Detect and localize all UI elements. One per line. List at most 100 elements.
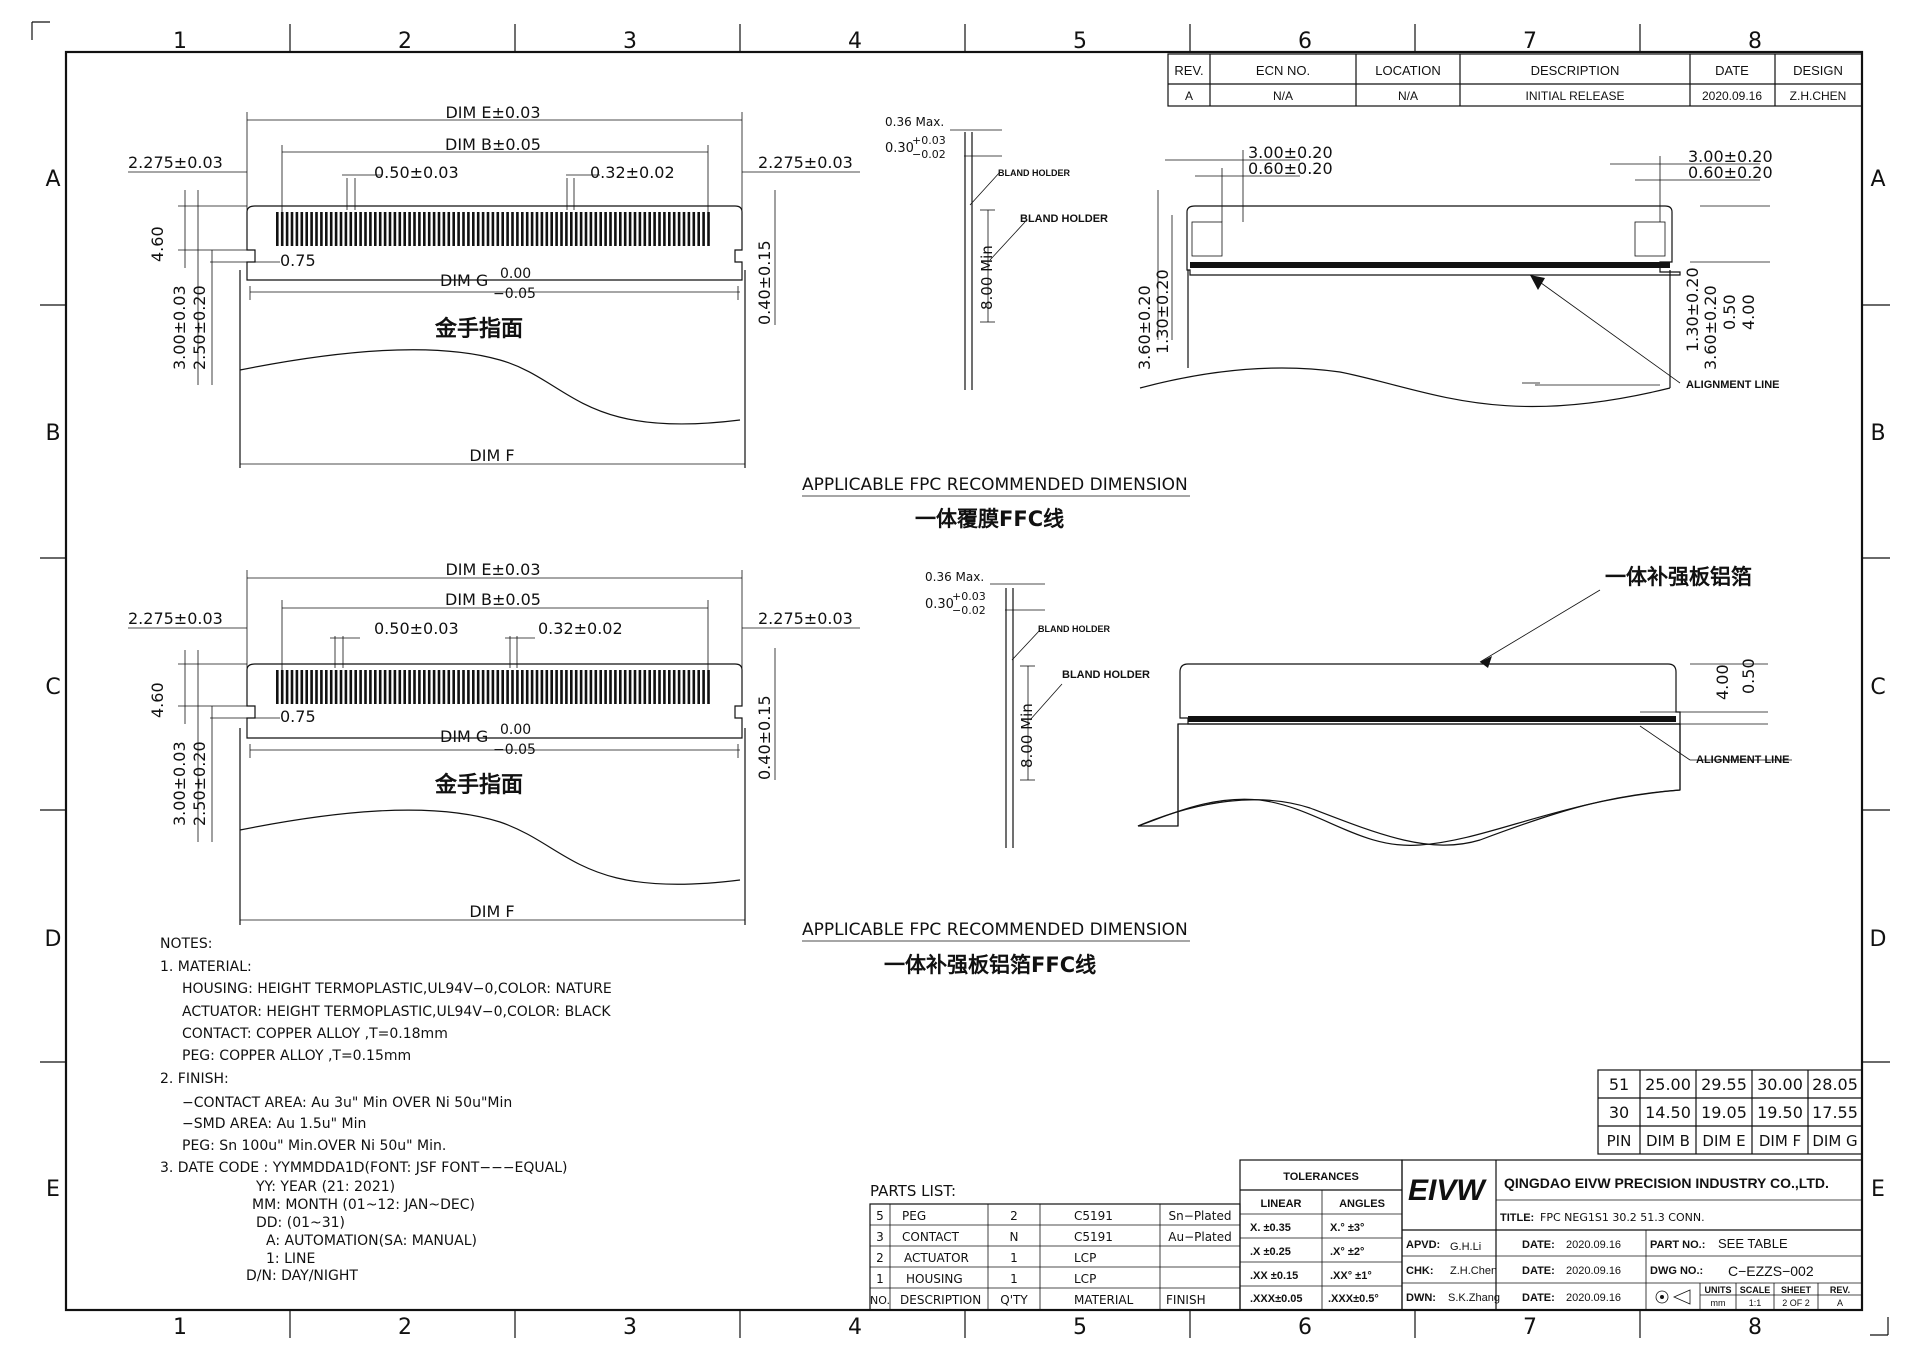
contact-pin xyxy=(329,212,333,246)
tolerance-angle-value: .XX° ±1° xyxy=(1330,1270,1372,1282)
contact-pin xyxy=(359,670,362,704)
contact-pin xyxy=(594,670,598,704)
contact-pin xyxy=(486,212,490,246)
upper-r-300: 3.00±0.20 xyxy=(1248,143,1333,162)
zone-col-8-bottom: 8 xyxy=(1748,1315,1762,1340)
contact-pin xyxy=(614,212,617,246)
contact-pin xyxy=(467,670,470,704)
contact-pin xyxy=(638,212,642,246)
contact-pin xyxy=(521,670,524,704)
contact-pin xyxy=(687,670,691,704)
parts-row-material: C5191 xyxy=(1074,1209,1113,1223)
contact-pin xyxy=(525,212,529,246)
contact-pin xyxy=(668,212,671,246)
part-no-value: SEE TABLE xyxy=(1718,1236,1788,1251)
rev-value: A xyxy=(1837,1298,1843,1308)
revision-table: REV. ECN NO. LOCATION DESCRIPTION DATE D… xyxy=(1167,53,1863,107)
upper-r-360: 3.60±0.20 xyxy=(1135,285,1154,370)
contact-pin xyxy=(423,212,426,246)
contact-pin xyxy=(555,212,558,246)
lower-r-400: 4.00 xyxy=(1713,664,1732,700)
parts-row-qty: 1 xyxy=(1010,1272,1018,1286)
upper-dim-g-upper: 0.00 xyxy=(500,266,531,282)
parts-list: PARTS LIST: 5 PEG 2 C5191 Sn−Plated 3 CO… xyxy=(869,1182,1241,1311)
contact-pin xyxy=(378,212,382,246)
contact-pin xyxy=(491,670,495,704)
rev-header-date: DATE xyxy=(1715,63,1749,78)
contact-pin xyxy=(285,212,289,246)
contact-pin xyxy=(511,212,514,246)
contact-pin xyxy=(560,670,563,704)
contact-pin xyxy=(677,212,681,246)
contact-pin xyxy=(692,212,696,246)
upper-side-800: 8.00 Min xyxy=(978,245,996,310)
contact-pin xyxy=(349,212,353,246)
units-label: UNITS xyxy=(1705,1285,1732,1295)
lower-width: 0.32±0.02 xyxy=(538,619,623,638)
lower-front-view: DIM E±0.03 DIM B±0.05 2.275±0.03 2.275±0… xyxy=(128,560,860,925)
lower-side-view: 0.36 Max. 0.30 +0.03 −0.02 BLAND HOLDER … xyxy=(925,570,1150,848)
parts-row-qty: 2 xyxy=(1010,1209,1018,1223)
zone-row-e: E xyxy=(46,1177,60,1202)
contact-pin xyxy=(320,670,323,704)
contact-pin xyxy=(584,212,588,246)
upper-dim-e: DIM E±0.03 xyxy=(445,103,540,122)
notes-line: 2. FINISH: xyxy=(160,1071,229,1087)
contact-pin xyxy=(315,212,318,246)
contact-pin xyxy=(574,670,578,704)
contact-pin xyxy=(418,670,421,704)
contact-pin xyxy=(276,212,279,246)
contact-pin xyxy=(619,670,622,704)
contact-pin xyxy=(364,212,367,246)
dim-table-cell: 30.00 xyxy=(1757,1075,1803,1094)
contact-pin xyxy=(579,212,583,246)
contact-pin xyxy=(707,670,710,704)
notes-line: 3. DATE CODE : YYMMDDA1D(FONT: JSF FONT−… xyxy=(160,1160,568,1176)
upper-v040: 0.40±0.15 xyxy=(755,240,774,325)
contact-pin xyxy=(560,212,563,246)
lower-side-030-up: +0.03 xyxy=(952,590,986,603)
rev-cell-location: N/A xyxy=(1398,89,1418,103)
contact-pin xyxy=(540,212,544,246)
upper-dim-b: DIM B±0.05 xyxy=(445,135,541,154)
company-name: QINGDAO EIVW PRECISION INDUSTRY CO.,LTD. xyxy=(1504,1175,1829,1191)
contact-pin xyxy=(334,670,338,704)
dwg-no-value: C−EZZS−002 xyxy=(1728,1263,1814,1279)
zone-col-1-bottom: 1 xyxy=(173,1315,187,1340)
zone-col-2: 2 xyxy=(398,29,412,54)
tolerance-angle-value: X.° ±3° xyxy=(1330,1222,1364,1234)
contact-pin xyxy=(427,212,431,246)
contact-pin xyxy=(628,670,632,704)
upper-v250: 2.50±0.20 xyxy=(190,285,209,370)
notes-line: CONTACT: COPPER ALLOY ,T=0.18mm xyxy=(182,1026,448,1042)
contact-pin xyxy=(501,670,504,704)
upper-v300: 3.00±0.03 xyxy=(170,285,189,370)
tolerance-angle-value: .X° ±2° xyxy=(1330,1246,1364,1258)
contact-pin xyxy=(623,212,627,246)
lower-dim-g-lower: −0.05 xyxy=(493,742,536,758)
contact-pin xyxy=(462,212,465,246)
lower-dim-f: DIM F xyxy=(469,902,514,921)
contact-pin xyxy=(481,670,485,704)
upper-alignment-line: ALIGNMENT LINE xyxy=(1686,379,1780,391)
dim-table-cell: 29.55 xyxy=(1701,1075,1747,1094)
contact-pin xyxy=(648,212,651,246)
units-value: mm xyxy=(1711,1298,1726,1308)
zone-col-5: 5 xyxy=(1073,29,1087,54)
upper-side-view: 0.36 Max. 0.30 +0.03 −0.02 BLAND HOLDER … xyxy=(885,115,1108,390)
contact-pin xyxy=(432,670,436,704)
contact-pin xyxy=(383,212,387,246)
lower-v300: 3.00±0.03 xyxy=(170,741,189,826)
upper-width: 0.32±0.02 xyxy=(590,163,675,182)
zone-col-3: 3 xyxy=(623,29,637,54)
rev-cell-ecn: N/A xyxy=(1273,89,1293,103)
contact-pin xyxy=(442,212,446,246)
upper-r-300b: 3.00±0.20 xyxy=(1688,147,1773,166)
upper-pin-array xyxy=(276,212,710,246)
parts-row-qty: 1 xyxy=(1010,1251,1018,1265)
upper-side-030-up: +0.03 xyxy=(912,134,946,147)
contact-pin xyxy=(486,670,490,704)
apvd-label: APVD: xyxy=(1406,1239,1440,1251)
contact-pin xyxy=(447,212,451,246)
contact-pin xyxy=(643,212,647,246)
